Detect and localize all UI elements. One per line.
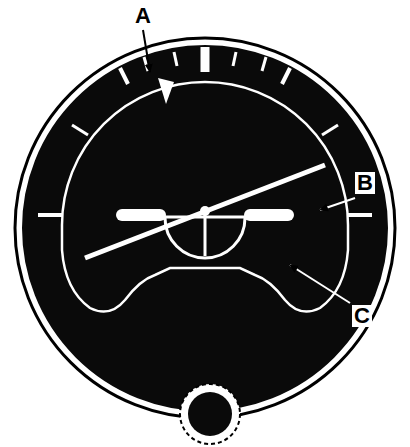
callout-letter: B xyxy=(355,172,375,194)
case-rim xyxy=(15,38,395,418)
sky-pointer xyxy=(158,78,174,104)
dial-face xyxy=(21,44,389,412)
inner-ring xyxy=(62,82,348,312)
horizon-bar xyxy=(85,165,325,258)
miniature-airplane xyxy=(122,206,288,258)
bank-scale xyxy=(38,47,372,215)
callout-letter: A xyxy=(133,5,153,27)
leader-lines xyxy=(143,30,355,303)
adjustment-knob xyxy=(180,384,240,444)
callout-letter: C xyxy=(352,305,372,327)
